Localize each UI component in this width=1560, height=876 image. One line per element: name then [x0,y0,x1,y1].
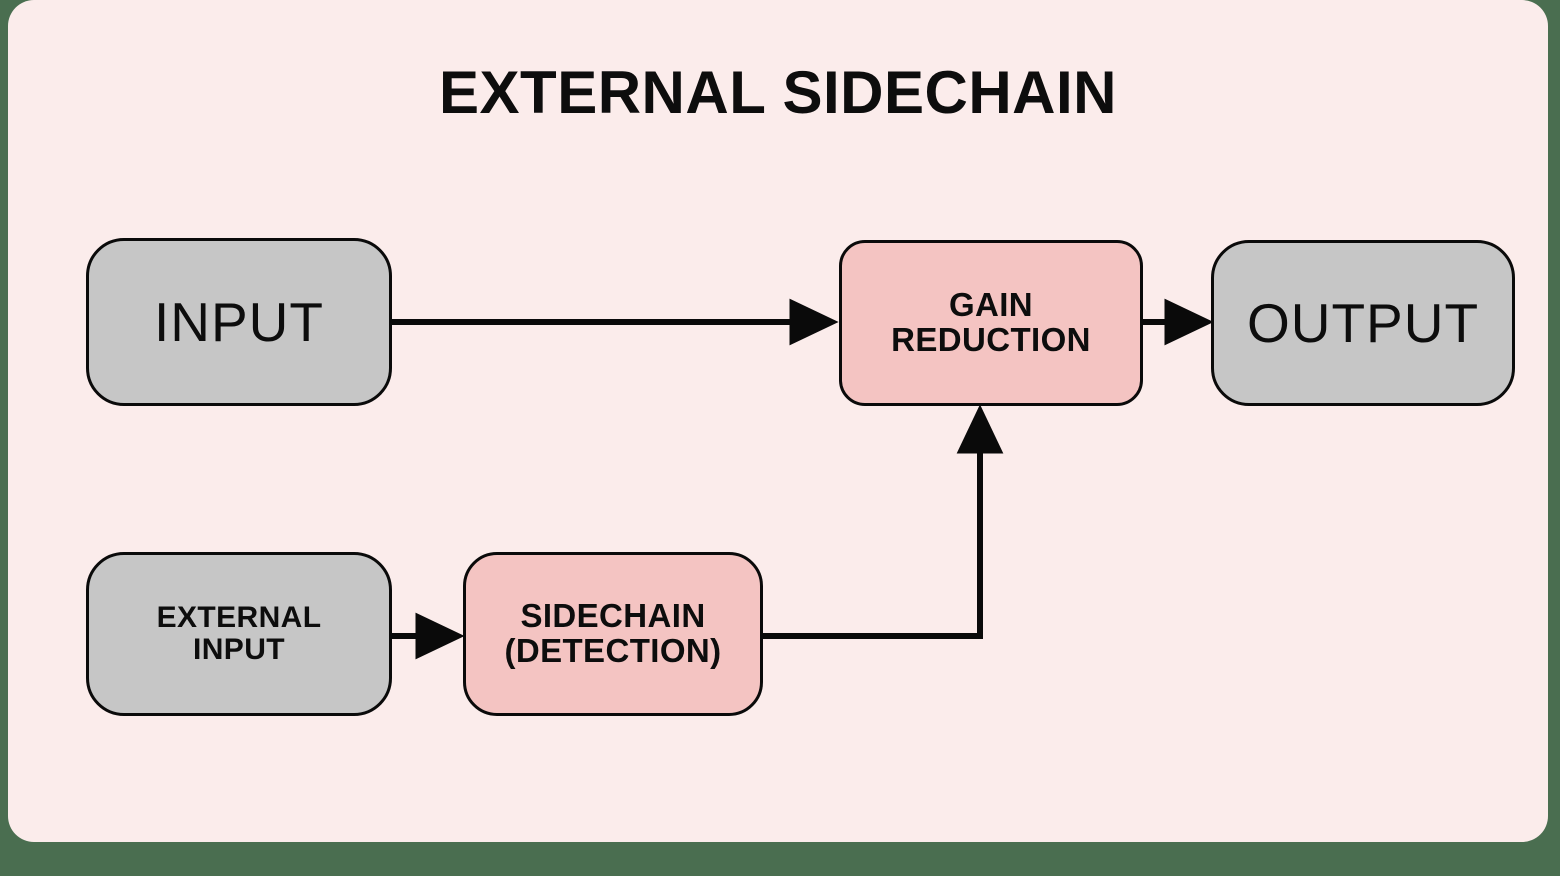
node-gain-reduction-line1: GAIN [948,286,1034,324]
connector-sidechain-to-gain [756,404,1004,639]
node-external-input-label: EXTERNAL INPUT [157,602,322,666]
node-gain-reduction-label: GAIN REDUCTION [891,286,1091,358]
node-gain-reduction-line2: REDUCTION [891,321,1091,358]
node-input[interactable]: INPUT [86,238,392,406]
page-title: EXTERNAL SIDECHAIN [439,59,1117,126]
node-output-label: OUTPUT [1246,291,1480,354]
node-sidechain-detection-line1: SIDECHAIN [520,597,706,635]
node-sidechain-detection-line2: (DETECTION) [504,632,722,669]
node-external-input-line2: INPUT [193,633,285,666]
node-sidechain-detection[interactable]: SIDECHAIN (DETECTION) [463,552,763,716]
node-input-label: INPUT [154,290,324,353]
node-sidechain-detection-label: SIDECHAIN (DETECTION) [504,597,722,669]
diagram-card: EXTERNAL SIDECHAIN INPUT GAIN [8,0,1548,842]
node-external-input-line1: EXTERNAL [156,601,322,635]
node-output[interactable]: OUTPUT [1211,240,1515,406]
node-gain-reduction[interactable]: GAIN REDUCTION [839,240,1143,406]
node-external-input[interactable]: EXTERNAL INPUT [86,552,392,716]
